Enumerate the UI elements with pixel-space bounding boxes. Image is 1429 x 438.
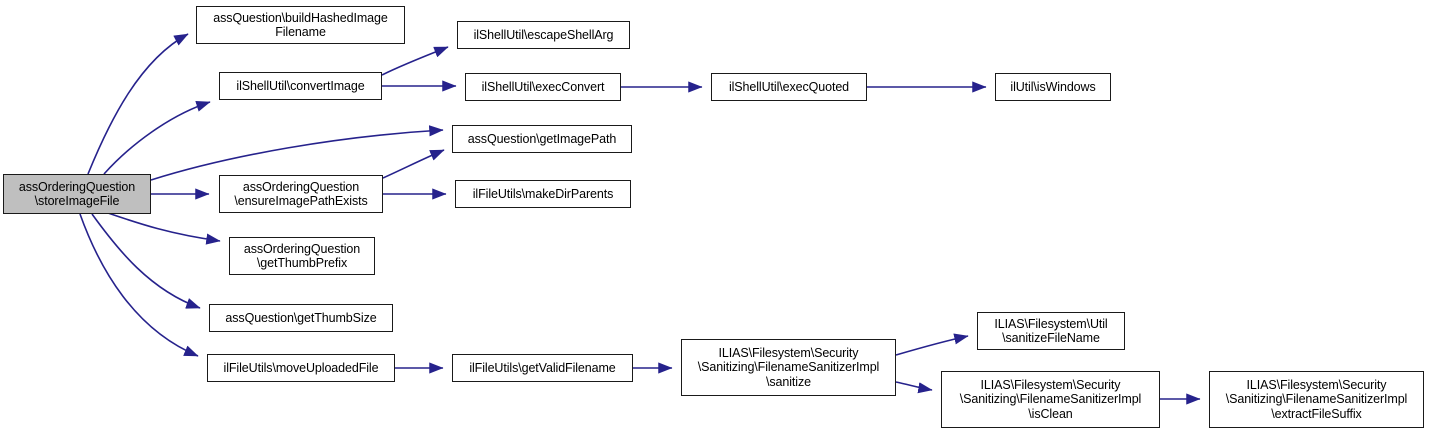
- graph-node-getThumbPrefix[interactable]: assOrderingQuestion \getThumbPrefix: [229, 237, 375, 275]
- graph-node-convertImage[interactable]: ilShellUtil\convertImage: [219, 72, 382, 100]
- call-edge: [150, 125, 444, 181]
- graph-node-sanitize[interactable]: ILIAS\Filesystem\Security \Sanitizing\Fi…: [681, 339, 896, 396]
- graph-node-extractFileSuffix[interactable]: ILIAS\Filesystem\Security \Sanitizing\Fi…: [1209, 371, 1424, 428]
- graph-node-sanitizeFileName[interactable]: ILIAS\Filesystem\Util \sanitizeFileName: [977, 312, 1125, 350]
- call-edge: [895, 333, 969, 356]
- graph-node-isWindows[interactable]: ilUtil\isWindows: [995, 73, 1111, 101]
- graph-node-storeImageFile[interactable]: assOrderingQuestion \storeImageFile: [3, 174, 151, 214]
- call-edge: [381, 46, 449, 76]
- call-edge: [382, 149, 445, 179]
- call-edge: [103, 100, 211, 175]
- graph-node-buildHashedImageFilename[interactable]: assQuestion\buildHashedImage Filename: [196, 6, 405, 44]
- graph-node-execQuoted[interactable]: ilShellUtil\execQuoted: [711, 73, 867, 101]
- graph-node-getImagePath[interactable]: assQuestion\getImagePath: [452, 125, 632, 153]
- graph-node-getValidFilename[interactable]: ilFileUtils\getValidFilename: [452, 354, 633, 382]
- call-edge: [79, 213, 199, 357]
- call-edge: [107, 212, 221, 245]
- graph-node-ensureImagePathExists[interactable]: assOrderingQuestion \ensureImagePathExis…: [219, 175, 383, 213]
- graph-node-makeDirParents[interactable]: ilFileUtils\makeDirParents: [455, 180, 631, 208]
- graph-node-moveUploadedFile[interactable]: ilFileUtils\moveUploadedFile: [207, 354, 395, 382]
- call-edge: [91, 213, 201, 309]
- call-edge: [87, 33, 189, 175]
- graph-node-getThumbSize[interactable]: assQuestion\getThumbSize: [209, 304, 393, 332]
- graph-node-escapeShellArg[interactable]: ilShellUtil\escapeShellArg: [457, 21, 630, 49]
- graph-node-execConvert[interactable]: ilShellUtil\execConvert: [465, 73, 621, 101]
- graph-node-isClean[interactable]: ILIAS\Filesystem\Security \Sanitizing\Fi…: [941, 371, 1160, 428]
- call-edge: [895, 381, 933, 394]
